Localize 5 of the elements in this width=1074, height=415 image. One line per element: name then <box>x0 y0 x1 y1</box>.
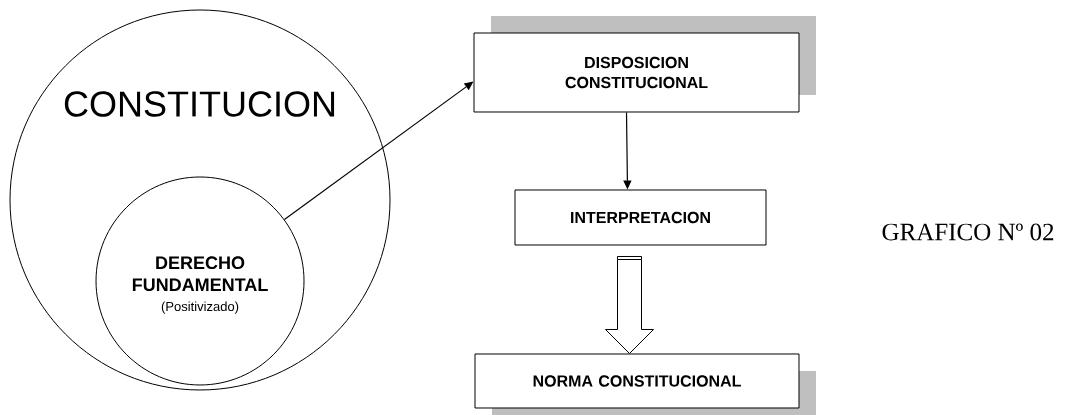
process-box: INTERPRETACION <box>514 189 767 246</box>
process-box: DISPOSICION CONSTITUCIONAL <box>473 16 816 113</box>
caption-text: GRAFICO Nº 02 <box>882 223 1054 241</box>
block-arrow <box>605 256 654 354</box>
process-box: NORMA CONSTITUCIONAL <box>474 353 816 415</box>
